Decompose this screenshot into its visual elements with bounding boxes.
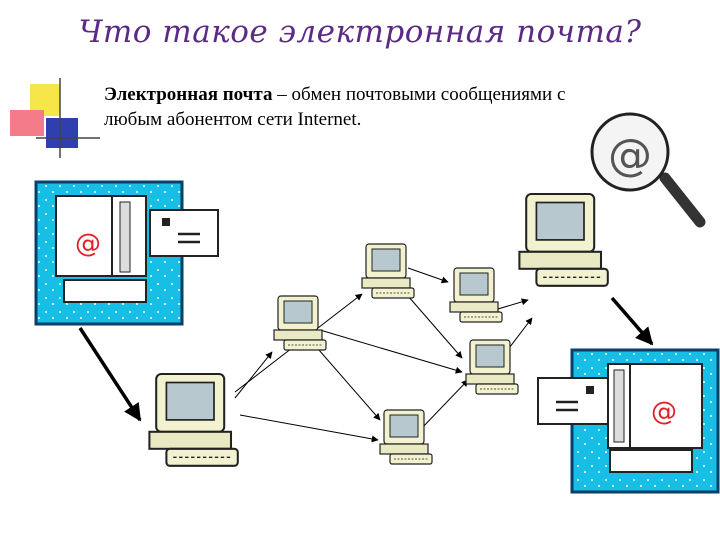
definition-term: Электронная почта (104, 84, 273, 105)
sender-envelope-icon (149, 209, 219, 257)
at-symbol: @ (608, 130, 652, 181)
network-pc-5 (379, 409, 433, 465)
sender-computer (148, 372, 239, 467)
network-pc-4 (465, 339, 519, 395)
network-pc-1 (273, 295, 327, 351)
decorative-squares (10, 78, 100, 158)
network-pc-3 (449, 267, 503, 323)
receiver-at-icon: @ (651, 397, 677, 427)
slide-title: Что такое электронная почта? (78, 14, 642, 50)
sender-at-icon: @ (75, 229, 101, 259)
receiver-computer (518, 192, 609, 287)
definition-body: – обмен почтовыми сообщениями с любым аб… (104, 84, 566, 130)
receiver-envelope-icon (537, 377, 609, 425)
magnifier-at-icon: @ (590, 112, 706, 228)
network-pc-2 (361, 243, 415, 299)
arrow-sender-to-pc (78, 327, 142, 422)
definition-text: Электронная почта – обмен почтовыми сооб… (104, 82, 604, 132)
arrow-pc-to-receiver (610, 296, 654, 346)
